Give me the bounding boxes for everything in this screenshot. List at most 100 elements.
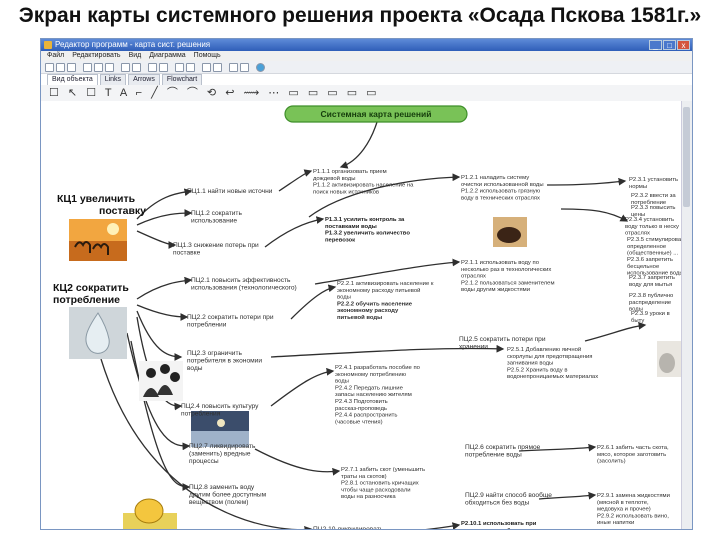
camel-icon [69, 219, 127, 261]
window-title: Редактор программ - карта сист. решения [55, 40, 211, 49]
connector-arrow [314, 258, 461, 285]
goal-kc1-label-1: КЦ1 увеличить [57, 193, 136, 205]
connector-arrow [136, 276, 193, 300]
menu-edit[interactable]: Редактировать [72, 52, 121, 59]
tab-flowchart[interactable]: Flowchart [161, 74, 203, 85]
layout-icon[interactable] [229, 63, 238, 72]
menu-diagram[interactable]: Диаграмма [149, 52, 186, 59]
shape-tools[interactable]: ☐ ↖ ☐ T A ⌐ ╱ ⌒ ⌒ ⟲ ↩ ⟿ ⋯ ▭ ▭ ▭ ▭ ▭ [49, 87, 380, 99]
save-icon[interactable] [67, 63, 76, 72]
goal-kc1-label-2: поставку [99, 205, 146, 217]
open-icon[interactable] [56, 63, 65, 72]
crowd-icon [139, 361, 183, 401]
connector-arrow [584, 321, 647, 342]
connector-arrow [546, 177, 627, 186]
connector-arrow [278, 169, 313, 192]
right-action-node[interactable]: Р2.9.1 замена жидкостями(мясной в теплот… [597, 493, 670, 526]
connector-arrow [290, 284, 337, 320]
connector-arrow [136, 188, 193, 220]
print-icon[interactable] [202, 63, 211, 72]
tab-object-view[interactable]: Вид объекта [47, 74, 98, 85]
menu-file[interactable]: Файл [47, 52, 65, 59]
export-icon[interactable] [240, 63, 249, 72]
mind-map-svg: Системная карта решений КЦ1 увеличить по… [53, 105, 687, 529]
copy-icon[interactable] [94, 63, 103, 72]
new-icon[interactable] [45, 63, 54, 72]
sub-goal-node[interactable]: ПЦ2.10 ликвидироватьизлишнее потребление… [313, 526, 385, 529]
connector-arrow [264, 216, 325, 248]
connector-arrow [126, 332, 191, 451]
zoom-in-icon[interactable] [148, 63, 157, 72]
connector-arrow [270, 367, 335, 407]
app-window: Редактор программ - карта сист. решения … [40, 38, 693, 530]
standard-toolbar [41, 61, 692, 74]
central-node[interactable] [284, 105, 468, 123]
menu-bar: Файл Редактировать Вид Диаграмма Помощь [41, 51, 692, 61]
maximize-button[interactable]: □ [663, 40, 676, 50]
vertical-scrollbar[interactable] [681, 101, 692, 529]
sub-goal-node[interactable]: ПЦ1.1 найти новые источни [187, 187, 273, 195]
menu-view[interactable]: Вид [128, 52, 142, 59]
scroll-thumb[interactable] [683, 107, 690, 207]
tab-links[interactable]: Links [99, 74, 127, 85]
settings-icon[interactable] [213, 63, 222, 72]
tab-arrows[interactable]: Arrows [128, 74, 160, 85]
paste-icon[interactable] [105, 63, 114, 72]
diagram-canvas[interactable]: Системная карта решений КЦ1 увеличить по… [41, 101, 687, 529]
globe-icon[interactable] [256, 63, 265, 72]
connector-group [100, 121, 647, 529]
window-titlebar: Редактор программ - карта сист. решения … [41, 39, 692, 51]
connector-arrow [136, 310, 183, 361]
bucket-icon [657, 341, 681, 377]
connector-arrow [538, 491, 597, 500]
connector-arrow [136, 304, 189, 321]
grid-icon[interactable] [175, 63, 184, 72]
menu-help[interactable]: Помощь [193, 52, 221, 59]
undo-icon[interactable] [121, 63, 130, 72]
close-button[interactable]: x [677, 40, 690, 50]
connector-arrow [100, 358, 313, 529]
water-drop-icon [69, 307, 127, 359]
connector-arrow [136, 230, 177, 249]
lake-icon [191, 411, 249, 447]
cut-icon[interactable] [83, 63, 92, 72]
action-node[interactable]: Р2.10.1 использовать припитье жидкостей … [461, 521, 545, 529]
slide-title: Экран карты системного решения проекта «… [18, 4, 702, 27]
minimize-button[interactable]: _ [649, 40, 662, 50]
connector-arrow [339, 121, 378, 169]
zoom-out-icon[interactable] [159, 63, 168, 72]
align-icon[interactable] [186, 63, 195, 72]
connector-arrow [254, 448, 341, 476]
redo-icon[interactable] [132, 63, 141, 72]
right-action-node[interactable]: Р2.6.1 забить часть скота,мясо, которое … [597, 445, 669, 465]
